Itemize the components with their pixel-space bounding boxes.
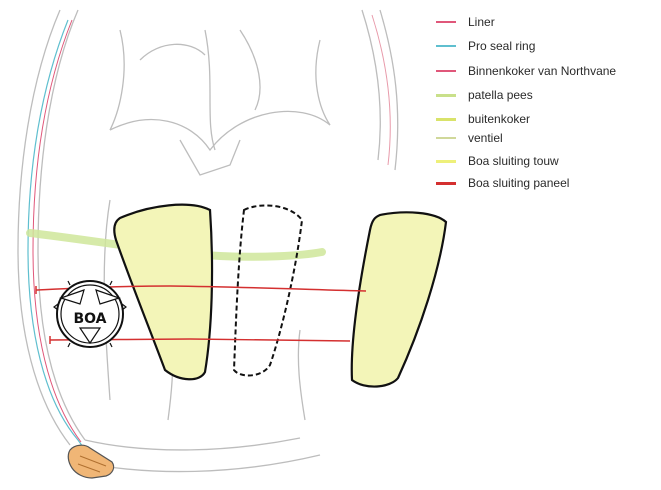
legend-item-liner: Liner <box>436 14 495 30</box>
legend-label: Boa sluiting paneel <box>468 176 569 190</box>
legend-swatch-buitenkoker <box>436 118 456 121</box>
legend-item-boa-touw: Boa sluiting touw <box>436 153 559 169</box>
legend-swatch-ventiel <box>436 137 456 139</box>
legend-swatch-boa-paneel <box>436 182 456 185</box>
legend-label: ventiel <box>468 131 503 145</box>
boa-dial: BOA <box>54 281 126 347</box>
legend-swatch-binnenkoker <box>436 70 456 72</box>
right-panel <box>352 212 446 386</box>
legend-item-boa-paneel: Boa sluiting paneel <box>436 175 569 191</box>
legend-label: Binnenkoker van Northvane <box>468 64 616 78</box>
boa-dial-label: BOA <box>73 311 106 327</box>
legend-label: patella pees <box>468 88 533 102</box>
legend-label: Pro seal ring <box>468 39 535 53</box>
legend-item-patella-pees: patella pees <box>436 87 533 103</box>
legend-item-ventiel: ventiel <box>436 130 503 146</box>
left-panel <box>114 205 212 380</box>
legend-swatch-pro-seal-ring <box>436 45 456 47</box>
legend-swatch-liner <box>436 21 456 23</box>
legend-item-buitenkoker: buitenkoker <box>436 111 530 127</box>
legend-label: buitenkoker <box>468 112 530 126</box>
legend-swatch-boa-touw <box>436 160 456 163</box>
legend-label: Boa sluiting touw <box>468 154 559 168</box>
valve-icon <box>68 445 113 478</box>
legend-swatch-patella-pees <box>436 94 456 97</box>
legend-item-binnenkoker: Binnenkoker van Northvane <box>436 63 616 79</box>
legend-label: Liner <box>468 15 495 29</box>
legend-item-pro-seal-ring: Pro seal ring <box>436 38 535 54</box>
patella-outline <box>234 205 302 375</box>
legend: Liner Pro seal ring Binnenkoker van Nort… <box>436 0 661 200</box>
